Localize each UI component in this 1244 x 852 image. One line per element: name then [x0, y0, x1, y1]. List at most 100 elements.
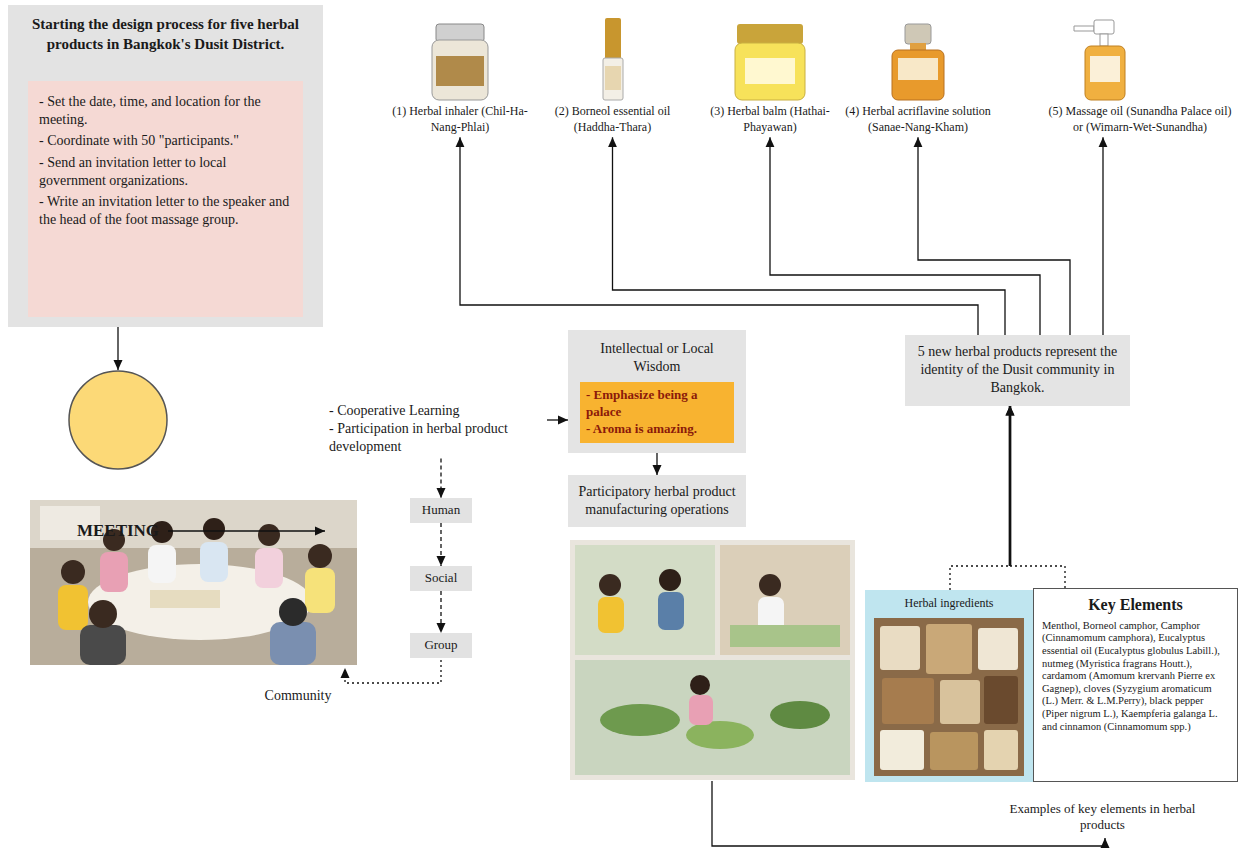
manufacturing-photo	[575, 660, 850, 775]
product-bottles	[745, 58, 795, 84]
node-text: - Cooperative Learning	[329, 402, 543, 420]
connector-arrow	[168, 531, 325, 532]
meeting-photo	[255, 548, 283, 588]
ingredients-photo	[882, 678, 934, 724]
manufacturing-photo	[720, 545, 850, 655]
connector-line	[117, 327, 118, 370]
node-text: Intellectual or Local Wisdom	[576, 340, 738, 376]
ingredients-photo	[880, 730, 924, 770]
node-text: MEETING	[77, 520, 159, 542]
connector-arrow	[657, 453, 658, 475]
node-text: Social	[412, 570, 470, 587]
meeting-photo	[30, 500, 357, 665]
connector-arrow	[460, 137, 978, 335]
manufacturing-photo	[730, 625, 840, 647]
node-text: Human	[412, 502, 470, 519]
manufacturing-photo	[598, 597, 624, 633]
ingredients-panel: Herbal ingredients	[865, 590, 1033, 782]
product-bottles	[436, 24, 484, 42]
annotation-label: Examples of key elements in herbal produ…	[1000, 801, 1205, 832]
product-bottles	[1094, 20, 1114, 34]
node-text: (1) Herbal inhaler (Chil-Ha-Nang-Phlai)	[387, 104, 533, 135]
header-box: Starting the design process for five her…	[8, 5, 323, 327]
connector-line	[950, 566, 1010, 590]
meeting-photo	[89, 600, 117, 628]
connector-line	[1010, 566, 1065, 588]
connector-line	[656, 453, 657, 475]
product-bottles	[432, 18, 1125, 100]
wisdom-highlight: - Emphasize being a palace- Aroma is ama…	[580, 382, 734, 443]
ingredients-photo	[978, 628, 1018, 670]
connector-arrow	[441, 523, 442, 566]
manufacturing-photo	[690, 675, 710, 695]
circle-outline	[68, 370, 168, 470]
connector-line	[440, 459, 441, 498]
product-bottles	[432, 40, 488, 100]
ingredients-photo	[874, 618, 1024, 776]
product-item: (3) Herbal balm (Hathai-Phayawan)	[700, 18, 840, 137]
meeting-photo	[279, 598, 307, 626]
meeting-photo	[148, 545, 176, 583]
manufacturing-photo	[575, 545, 715, 655]
node-text: - Set the date, time, and location for t…	[39, 93, 292, 129]
connector-line	[168, 530, 325, 531]
meeting-photo	[30, 500, 357, 665]
leader-line	[345, 660, 441, 683]
node-text: (5) Massage oil (Sunandha Palace oil) or…	[1047, 104, 1233, 135]
connector-arrow	[770, 137, 1040, 335]
meeting-photo	[308, 544, 332, 568]
circle-outline	[69, 371, 167, 469]
product-item: (4) Herbal acriflavine solution (Sanae-N…	[843, 18, 993, 137]
manufacturing-photo	[570, 540, 855, 780]
node-text: Key Elements	[1042, 595, 1229, 616]
product-item: (1) Herbal inhaler (Chil-Ha-Nang-Phlai)	[385, 18, 535, 137]
node-text: (3) Herbal balm (Hathai-Phayawan)	[702, 104, 838, 135]
node-body-text: Menthol, Borneol camphor, Camphor (Cinna…	[1042, 620, 1229, 733]
connector-line	[1009, 406, 1011, 566]
manufacturing-photo	[689, 695, 713, 725]
manufacturing-photo	[570, 540, 855, 780]
ingredients-photo	[874, 618, 1024, 776]
ingredients-photo	[926, 624, 972, 674]
connector-line	[547, 419, 568, 420]
annotation-label: Community	[255, 688, 341, 705]
connector-arrow	[1010, 406, 1065, 588]
node-body-text: - Participation in herbal product develo…	[329, 420, 543, 456]
node-body-text: - Aroma is amazing.	[586, 421, 728, 438]
manufacturing-photo	[770, 701, 830, 729]
meeting-photo	[270, 622, 316, 665]
wisdom-box: Intellectual or Local Wisdom - Emphasize …	[568, 330, 746, 453]
node-text: (4) Herbal acriflavine solution (Sanae-N…	[845, 104, 991, 135]
connector-arrow	[613, 137, 1006, 335]
meeting-photo	[150, 590, 220, 608]
ingredients-photo	[984, 730, 1018, 770]
manufacturing-photo	[599, 574, 621, 596]
manufacturing-photo	[658, 592, 684, 630]
product-bottles	[737, 24, 803, 44]
product-item: (2) Borneol essential oil (Haddha-Thara)	[540, 18, 685, 137]
node-text: Group	[412, 637, 470, 654]
product-bottles	[605, 66, 621, 90]
meeting-photo	[100, 552, 128, 592]
meeting-photo	[203, 518, 225, 540]
connector-line	[1102, 137, 1103, 335]
product-bottles	[735, 43, 805, 100]
meeting-circle: MEETING	[68, 370, 168, 692]
meeting-photo	[200, 542, 228, 582]
level-box: Social	[410, 566, 472, 591]
ingredients-photo	[984, 676, 1018, 724]
connector-arrow	[118, 327, 119, 370]
connector-line	[460, 137, 978, 335]
level-box: Human	[410, 498, 472, 523]
connector-line	[918, 137, 1070, 335]
product-bottles	[905, 24, 931, 44]
connector-line	[770, 137, 1040, 335]
product-bottles	[898, 58, 938, 80]
meeting-photo	[58, 585, 88, 630]
connector-arrow	[441, 459, 442, 498]
manufacturing-photo	[759, 574, 781, 596]
connector-arrow	[441, 591, 442, 633]
product-bottles	[603, 58, 623, 100]
ingredients-photo	[930, 732, 978, 770]
